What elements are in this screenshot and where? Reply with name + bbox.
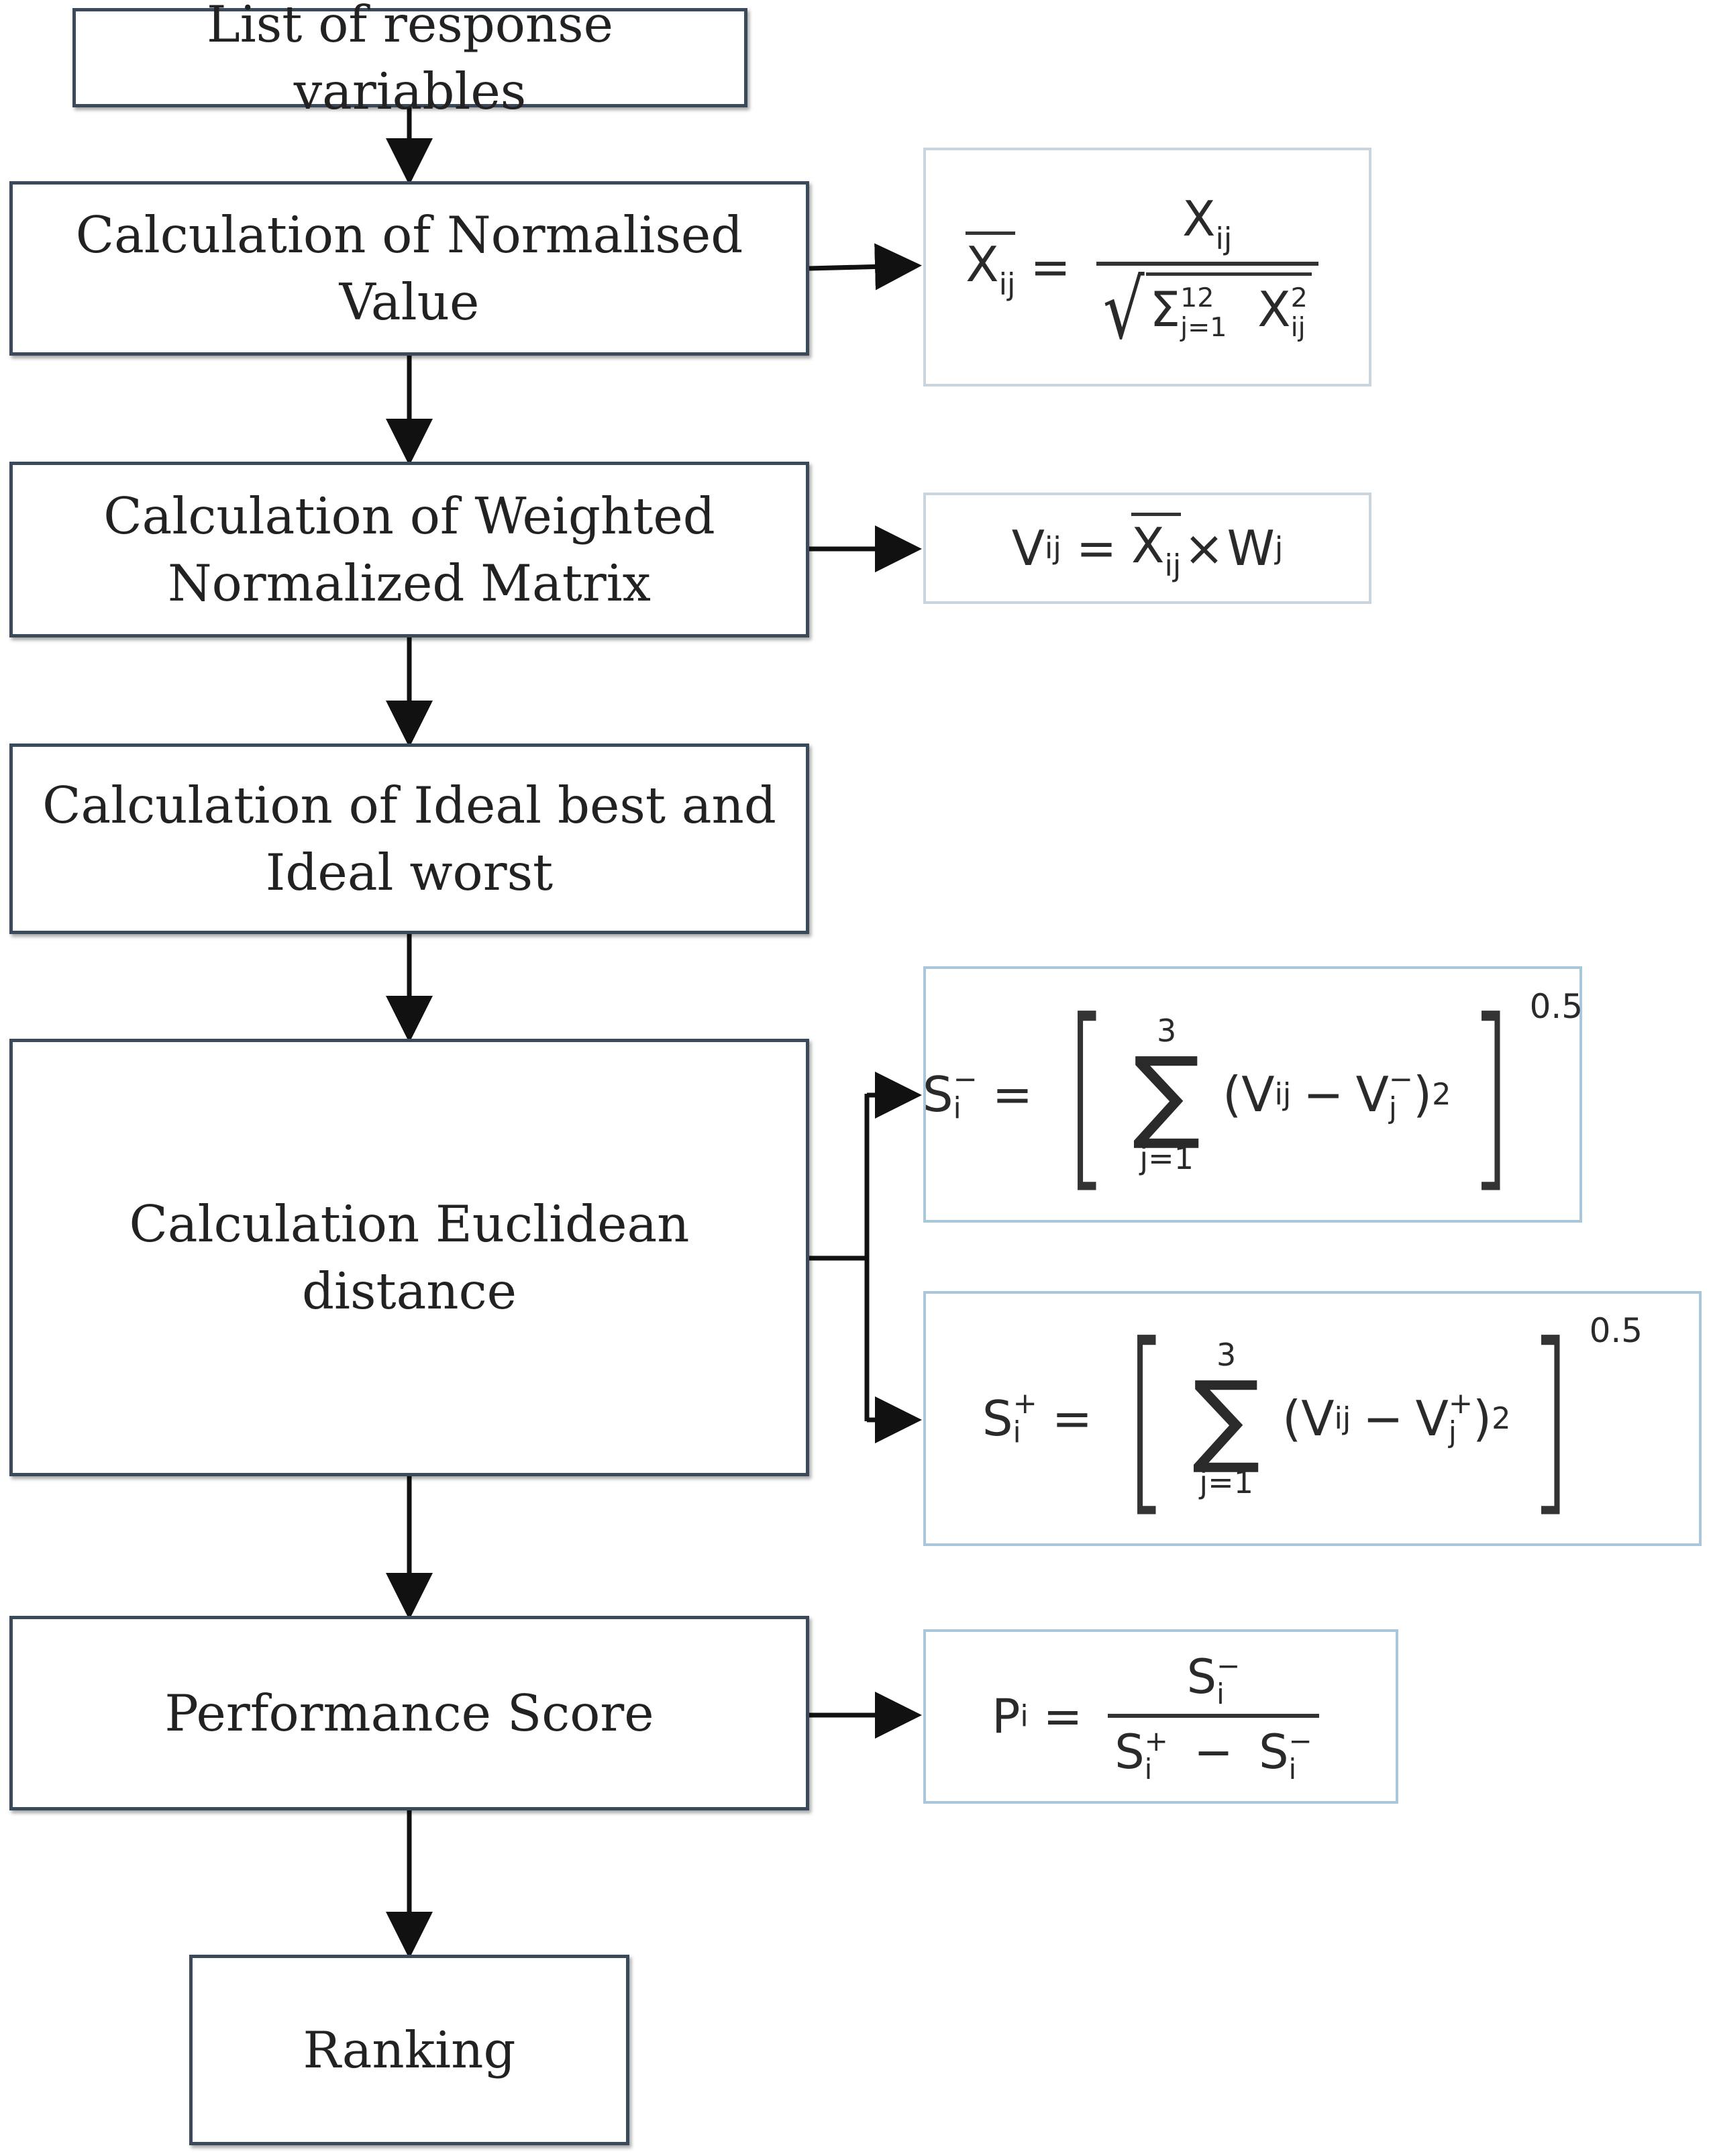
arrow-norm-to-formula	[809, 243, 922, 291]
step-weighted-normalized-matrix: Calculation of Weighted Normalized Matri…	[9, 462, 809, 637]
step-label: Calculation of Ideal best and Ideal wors…	[42, 776, 776, 902]
step-label: Ranking	[303, 2020, 516, 2080]
step-label: Calculation of Normalised Value	[75, 205, 743, 331]
step-label: Calculation Euclidean distance	[129, 1194, 690, 1321]
step-normalised-value: Calculation of Normalised Value	[9, 181, 809, 356]
step-list-of-response-variables: List of response variables	[72, 0, 747, 121]
step-performance-score: Performance Score	[9, 1616, 809, 1810]
xbar-symbol: Xij	[966, 232, 1016, 303]
step-ideal-best-worst: Calculation of Ideal best and Ideal wors…	[9, 743, 809, 934]
step-euclidean-distance: Calculation Euclidean distance	[9, 1039, 809, 1476]
step-label: Performance Score	[164, 1684, 654, 1743]
step-label: Calculation of Weighted Normalized Matri…	[103, 486, 715, 613]
step-ranking: Ranking	[189, 1955, 629, 2145]
step-label: List of response variables	[206, 0, 614, 121]
